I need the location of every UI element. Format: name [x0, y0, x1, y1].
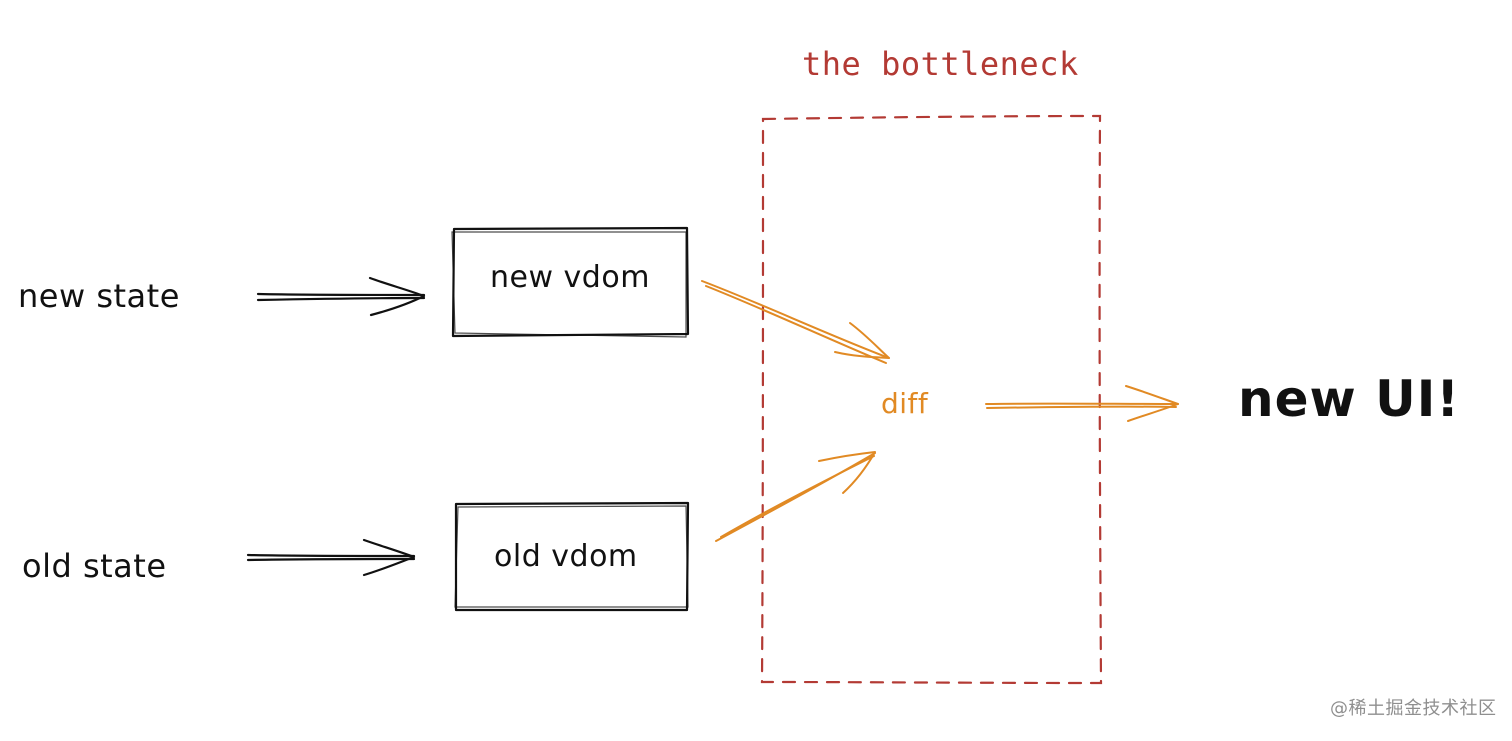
new-state-label: new state: [18, 277, 180, 315]
watermark-label: @稀土掘金技术社区: [1330, 698, 1497, 719]
new-vdom-label: new vdom: [490, 260, 650, 295]
new-vdom-to-diff-arrow: [701, 280, 890, 364]
old-vdom-box: [454, 501, 690, 612]
old-state-label: old state: [22, 547, 167, 585]
bottleneck-dashed-box: [760, 114, 1103, 685]
new-state-arrow: [256, 276, 426, 317]
new-ui-label: new UI!: [1238, 370, 1461, 428]
diff-label: diff: [881, 387, 929, 420]
diff-to-output-arrow: [985, 385, 1179, 422]
old-vdom-label: old vdom: [494, 539, 638, 574]
new-vdom-box: [451, 226, 690, 338]
old-vdom-to-diff-arrow: [715, 451, 876, 542]
bottleneck-label: the bottleneck: [802, 45, 1079, 83]
old-state-arrow: [246, 538, 416, 577]
